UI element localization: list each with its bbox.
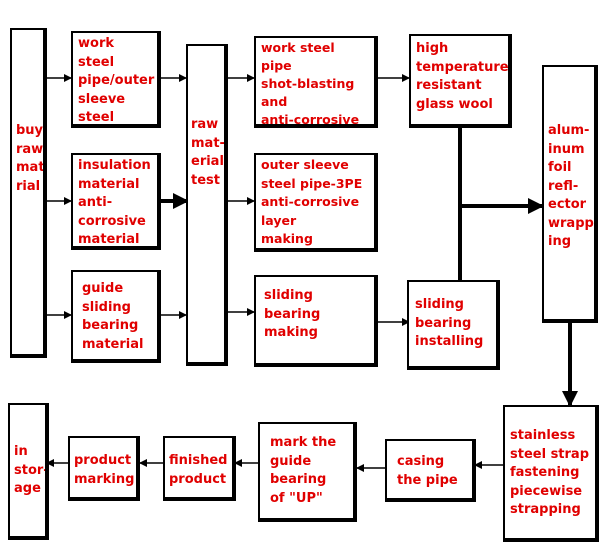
box-outer-sleeve-3pe: outer sleeve steel pipe-3PE anti-corrosi… [254,153,378,252]
box-raw-material-test: raw mat- erial test [186,44,228,366]
box-shot-blasting: work steel pipe shot-blasting and anti-c… [254,36,378,128]
box-finished-product: finished product [163,436,236,501]
box-casing-pipe: casing the pipe [385,439,476,502]
box-mark-guide-bearing: mark the guide bearing of "UP" [258,422,357,522]
box-sliding-bearing-installing: sliding bearing installing [407,280,500,370]
box-work-steel-outer-sleeve: work steel pipe/outer sleeve steel pipe [71,31,161,128]
box-stainless-strap: stainless steel strap fastening piecewis… [503,405,599,542]
box-aluminum-foil: alum- inum foil refl- ector wrapp- ing [542,65,598,323]
box-sliding-bearing-making: sliding bearing making [254,275,378,367]
box-insulation-material: insulation material anti- corrosive mate… [71,153,161,250]
box-glass-wool: high temperature resistant glass wool [409,34,512,128]
box-product-marking: product marking [68,436,140,501]
box-in-storage: in stor- age [8,403,49,540]
box-buy-raw-material: buy raw mate- rial [10,28,47,358]
box-guide-sliding-material: guide sliding bearing material [71,270,161,363]
